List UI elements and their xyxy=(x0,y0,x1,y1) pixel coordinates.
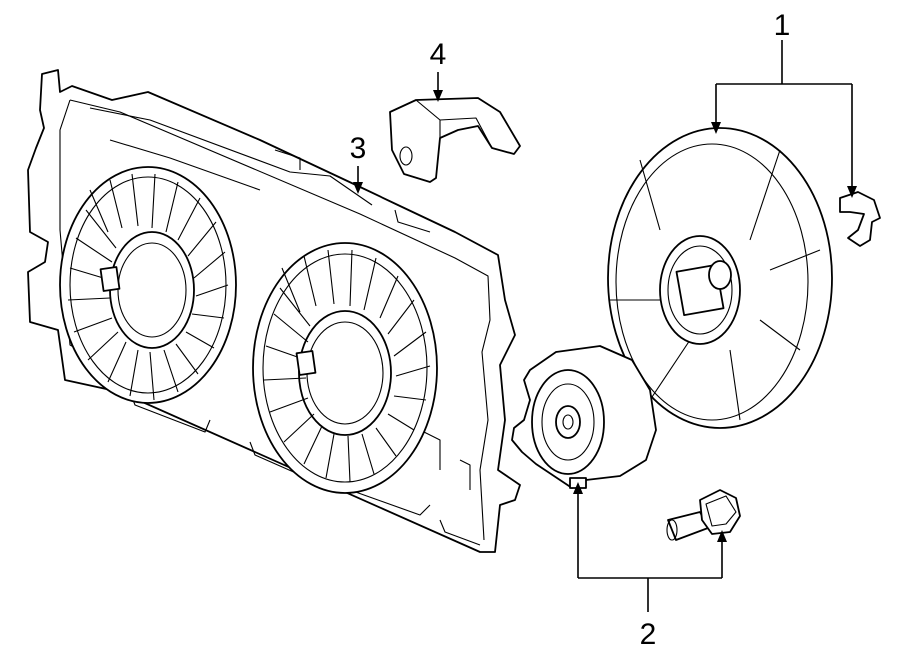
callout-2-leader xyxy=(573,482,727,612)
callout-4-label: 4 xyxy=(430,38,447,71)
callout-3-leader xyxy=(353,166,363,194)
callout-2-label: 2 xyxy=(640,618,657,651)
fan-shroud xyxy=(27,69,521,553)
callout-4-leader xyxy=(433,72,443,102)
bracket xyxy=(389,97,521,183)
callout-1-leader xyxy=(711,40,857,198)
retainer-clip xyxy=(839,191,881,247)
bolt xyxy=(666,489,741,541)
fan-motor xyxy=(511,345,657,489)
callout-1-label: 1 xyxy=(774,9,791,42)
fan-blade xyxy=(607,127,833,429)
callout-3-label: 3 xyxy=(350,132,367,165)
